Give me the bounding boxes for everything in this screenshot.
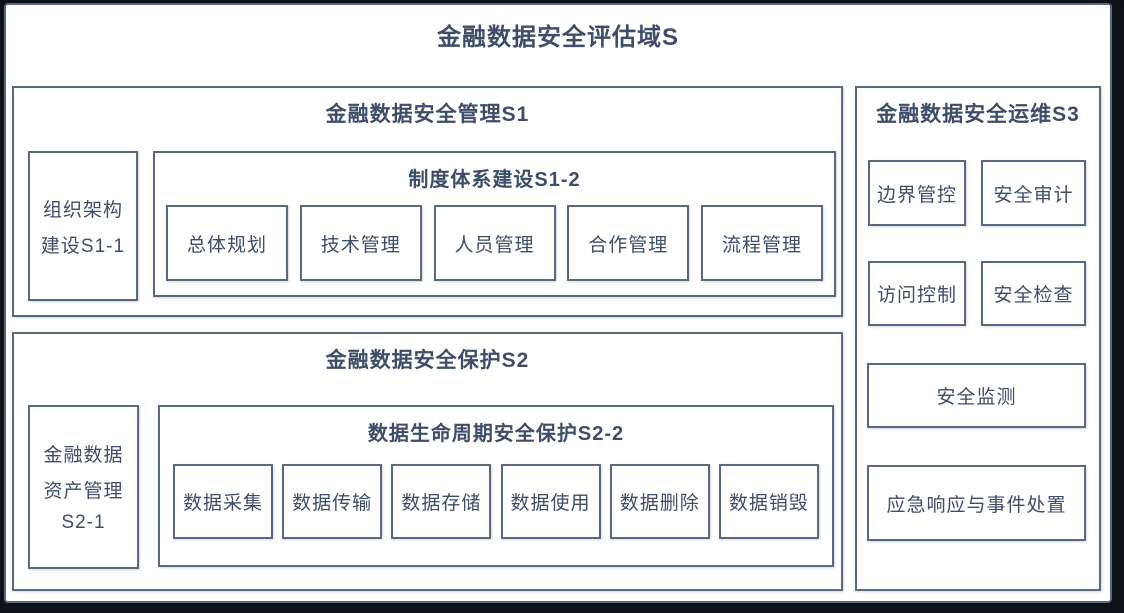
- section-s3-operations: 金融数据安全运维S3 边界管控 安全审计 访问控制 安全检查 安全监测 应急响应…: [855, 86, 1101, 591]
- item-data-transmission: 数据传输: [282, 464, 383, 539]
- s2-2-items-row: 数据采集 数据传输 数据存储 数据使用 数据删除 数据销毁: [173, 464, 819, 539]
- s1-2-items-row: 总体规划 技术管理 人员管理 合作管理 流程管理: [166, 205, 823, 281]
- item-process-management: 流程管理: [701, 205, 823, 281]
- box-security-monitoring: 安全监测: [867, 363, 1086, 428]
- section-s3-title: 金融数据安全运维S3: [876, 103, 1080, 126]
- box-s2-1-line2: 资产管理: [43, 481, 124, 502]
- box-s2-1-line1: 金融数据: [43, 445, 124, 466]
- box-s1-2-title: 制度体系建设S1-2: [408, 169, 581, 191]
- item-data-usage: 数据使用: [500, 464, 601, 539]
- item-data-destruction: 数据销毁: [718, 464, 819, 539]
- item-overall-planning: 总体规划: [166, 205, 288, 281]
- diagram-canvas: 金融数据安全评估域S 金融数据安全管理S1 组织架构 建设S1-1 制度体系建设…: [4, 3, 1112, 603]
- box-s2-1-line3: S2-1: [61, 512, 106, 533]
- item-tech-management: 技术管理: [299, 205, 422, 281]
- item-data-deletion: 数据删除: [609, 464, 710, 539]
- item-cooperation-management: 合作管理: [567, 205, 690, 281]
- box-boundary-control: 边界管控: [868, 160, 966, 226]
- item-data-collection: 数据采集: [173, 464, 273, 539]
- box-access-control: 访问控制: [868, 261, 966, 326]
- section-s2-title: 金融数据安全保护S2: [325, 349, 530, 372]
- item-personnel-management: 人员管理: [433, 205, 556, 281]
- section-s2-protection: 金融数据安全保护S2 金融数据 资产管理 S2-1 数据生命周期安全保护S2-2…: [12, 332, 843, 591]
- box-s2-1-asset-management: 金融数据 资产管理 S2-1: [28, 405, 139, 569]
- box-security-inspection: 安全检查: [981, 261, 1086, 326]
- box-security-audit: 安全审计: [981, 160, 1086, 226]
- section-s1-management: 金融数据安全管理S1 组织架构 建设S1-1 制度体系建设S1-2 总体规划 技…: [12, 86, 843, 317]
- box-s1-1-line2: 建设S1-1: [40, 235, 126, 257]
- box-emergency-response: 应急响应与事件处置: [867, 465, 1086, 541]
- box-s1-1-org-structure: 组织架构 建设S1-1: [28, 151, 138, 301]
- box-s1-2-system-building: 制度体系建设S1-2 总体规划 技术管理 人员管理 合作管理 流程管理: [153, 151, 836, 297]
- section-s1-title: 金融数据安全管理S1: [325, 103, 530, 126]
- box-s2-2-title: 数据生命周期安全保护S2-2: [367, 423, 625, 445]
- box-s2-2-lifecycle-protection: 数据生命周期安全保护S2-2 数据采集 数据传输 数据存储 数据使用 数据删除 …: [158, 405, 834, 567]
- item-data-storage: 数据存储: [391, 464, 492, 539]
- box-s1-1-line1: 组织架构: [42, 199, 123, 221]
- diagram-title: 金融数据安全评估域S: [436, 24, 679, 51]
